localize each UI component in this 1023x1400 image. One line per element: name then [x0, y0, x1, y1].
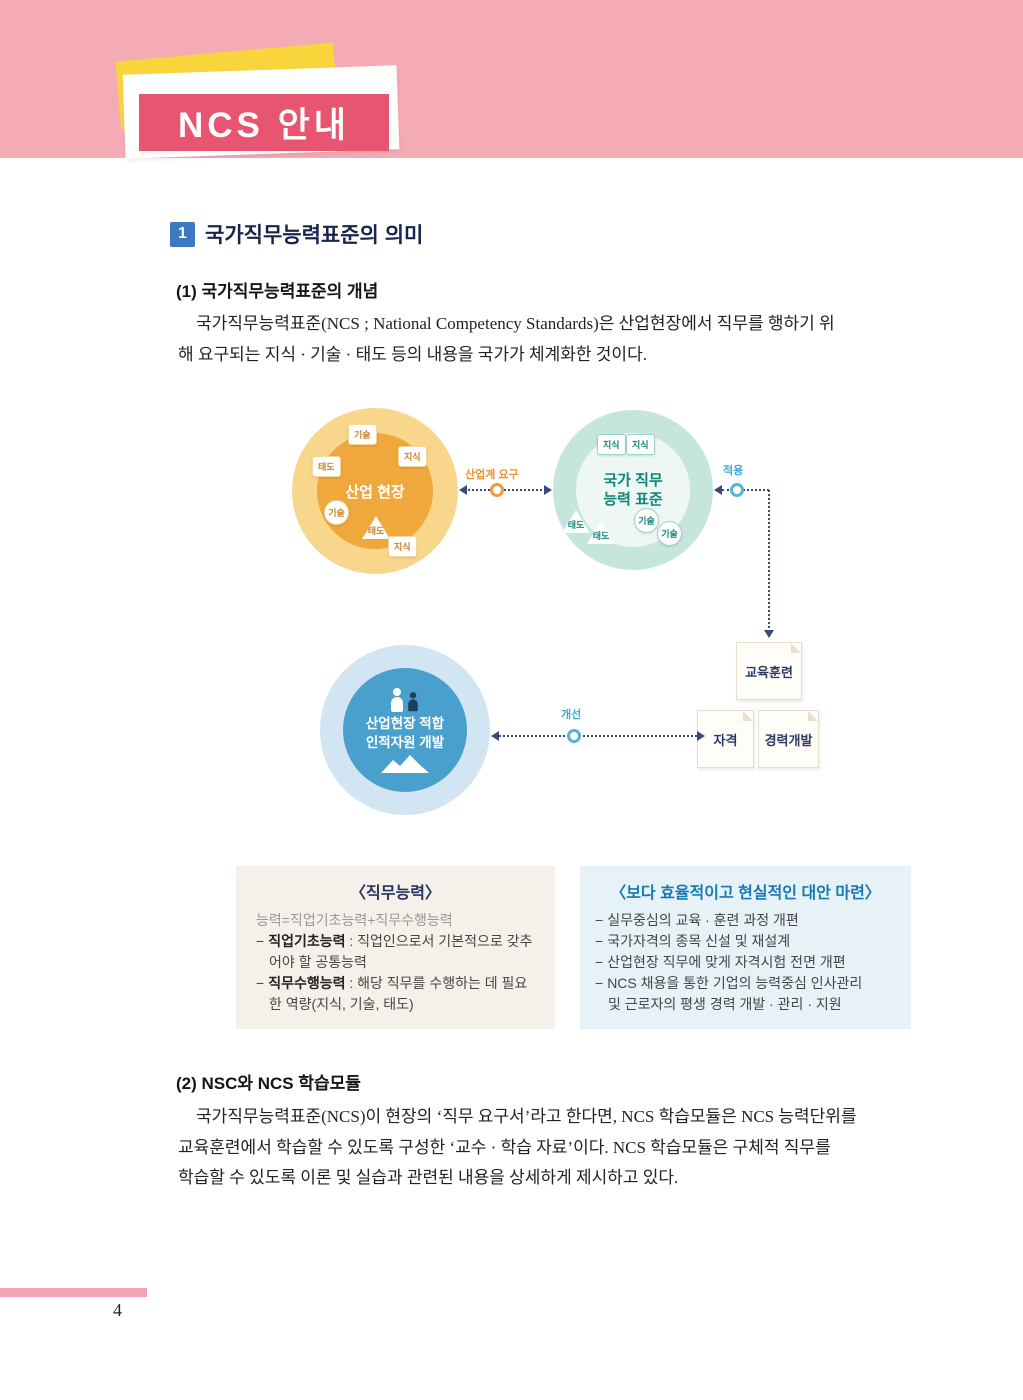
- paragraph-line: 학습할 수 있도록 이론 및 실습과 관련된 내용을 상세하게 제시하고 있다.: [178, 1168, 679, 1188]
- subsection-1-heading: (1) 국가직무능력표준의 개념: [176, 282, 379, 301]
- alternative-text: 산업현장 직무에 맞게 자격시험 전면 개편: [607, 954, 846, 970]
- arrow-label-improve: 개선: [561, 709, 582, 721]
- person-icon: [391, 688, 403, 713]
- hr-circle: 산업현장 적합 인적자원 개발: [343, 668, 467, 792]
- arrowhead-icon: [491, 731, 499, 741]
- arrowhead-icon: [544, 485, 552, 495]
- bullet-dash: −: [595, 954, 604, 970]
- paragraph-line: 국가직무능력표준(NCS)이 현장의 ‘직무 요구서’라고 한다면, NCS 학…: [196, 1107, 857, 1126]
- competency-box-title: 〈직무능력〉: [350, 885, 441, 902]
- paragraph-line: 교육훈련에서 학습할 수 있도록 구성한 ‘교수 · 학습 자료’이다. NCS…: [178, 1137, 831, 1157]
- paragraph-1: 국가직무능력표준(NCS ; National Competency Stand…: [178, 309, 968, 370]
- connector-node-icon: [490, 483, 504, 497]
- page-number: 4: [113, 1300, 122, 1320]
- paragraph-2: 국가직무능력표준(NCS)이 현장의 ‘직무 요구서’라고 한다면, NCS 학…: [178, 1102, 968, 1194]
- doc-career-development: 경력개발: [758, 710, 819, 768]
- competency-desc-cont: 어야 할 공통능력: [269, 954, 367, 970]
- alternative-text: 실무중심의 교육 · 훈련 과정 개편: [607, 912, 799, 928]
- doc-label: 자격: [713, 732, 738, 748]
- alternative-box-title: 〈보다 효율적이고 현실적인 대안 마련〉: [610, 885, 881, 902]
- alternative-item: −산업현장 직무에 맞게 자격시험 전면 개편: [595, 952, 896, 973]
- hr-circle-label-line2: 인적자원 개발: [365, 734, 445, 750]
- arrowhead-icon: [459, 485, 467, 495]
- alternative-info-box: 〈보다 효율적이고 현실적인 대안 마련〉 −실무중심의 교육 · 훈련 과정 …: [580, 866, 911, 1029]
- bullet-dash: −: [595, 912, 604, 928]
- bullet-dash: −: [595, 933, 604, 949]
- competency-desc: : 해당 직무를 수행하는 데 필요: [345, 975, 528, 991]
- knowledge-tag-icon: 지식: [626, 434, 655, 455]
- alternative-item: −국가자격의 종목 신설 및 재설계: [595, 931, 896, 952]
- ncs-concept-diagram: 산업 현장 기술 지식 태도 기술 태도 지식 국가 직무 능력 표준 지식 지…: [0, 400, 1023, 866]
- arrowhead-icon: [764, 630, 774, 638]
- bullet-dash: −: [595, 975, 604, 991]
- competency-term: 직업기초능력: [268, 933, 346, 949]
- arrow-label-industry-demand: 산업계 요구: [465, 469, 519, 481]
- attitude-badge-icon: 태도: [312, 456, 341, 477]
- page-title: NCS 안내: [177, 106, 351, 145]
- paragraph-line: 해 요구되는 지식 · 기술 · 태도 등의 내용을 국가가 체계화한 것이다.: [178, 344, 647, 364]
- doc-label: 경력개발: [764, 732, 813, 748]
- connector-node-icon: [567, 729, 581, 743]
- person-icon: [408, 692, 418, 712]
- knowledge-tag-icon: 지식: [597, 434, 626, 455]
- bullet-dash: −: [256, 933, 265, 949]
- paragraph-line: 국가직무능력표준(NCS ; National Competency Stand…: [196, 314, 835, 333]
- competency-desc: : 직업인으로서 기본적으로 갖추: [345, 933, 533, 949]
- mountain-icon: [381, 754, 429, 773]
- alternative-text-cont: 및 근로자의 평생 경력 개발 · 관리 · 지원: [608, 996, 842, 1012]
- knowledge-tag-icon: 지식: [388, 536, 417, 557]
- arrow-ncs-to-docs: [722, 489, 769, 491]
- doc-education-training: 교육훈련: [736, 642, 802, 700]
- skill-gear-icon: 기술: [657, 521, 682, 546]
- competency-info-box: 〈직무능력〉 능력=직업기초능력+직무수행능력 −직업기초능력 : 직업인으로서…: [236, 866, 555, 1029]
- bullet-dash: −: [256, 975, 265, 991]
- competency-desc-cont: 한 역량(지식, 기술, 태도): [269, 996, 414, 1012]
- alternative-item: −NCS 채용을 통한 기업의 능력중심 인사관리: [595, 973, 896, 994]
- connector-node-icon: [730, 483, 744, 497]
- competency-item: −직업기초능력 : 직업인으로서 기본적으로 갖추: [256, 931, 535, 952]
- section-title: 국가직무능력표준의 의미: [205, 224, 424, 247]
- skill-gear-icon: 기술: [324, 500, 349, 525]
- section-number-badge: 1: [170, 221, 195, 247]
- knowledge-tag-icon: 지식: [398, 446, 427, 467]
- industry-circle-label: 산업 현장: [345, 483, 405, 501]
- header-band: NCS 안내: [0, 0, 1023, 159]
- arrow-industry-to-ncs: [468, 489, 546, 491]
- skill-puzzle-icon: 기술: [348, 424, 377, 445]
- subsection-2-heading: (2) NSC와 NCS 학습모듈: [176, 1074, 361, 1093]
- alternative-item: −실무중심의 교육 · 훈련 과정 개편: [595, 910, 896, 931]
- skill-gear-icon: 기술: [634, 508, 659, 533]
- arrow-label-apply: 적용: [723, 465, 744, 477]
- people-icon: [389, 687, 421, 713]
- doc-label: 교육훈련: [745, 664, 793, 680]
- competency-term: 직무수행능력: [268, 975, 346, 991]
- competency-formula: 능력=직업기초능력+직무수행능력: [256, 912, 453, 928]
- arrow-docs-to-hr: [499, 735, 697, 737]
- ncs-circle-label-line1: 국가 직무: [603, 471, 663, 489]
- alternative-text: NCS 채용을 통한 기업의 능력중심 인사관리: [607, 975, 863, 991]
- hr-circle-label-line1: 산업현장 적합: [365, 716, 445, 732]
- doc-qualification: 자격: [697, 710, 754, 768]
- competency-item: −직무수행능력 : 해당 직무를 수행하는 데 필요: [256, 973, 535, 994]
- page-title-banner: NCS 안내: [139, 94, 389, 151]
- arrow-down-to-docs: [768, 490, 770, 632]
- alternative-text: 국가자격의 종목 신설 및 재설계: [607, 933, 791, 949]
- footer-accent-bar: [0, 1288, 147, 1297]
- arrowhead-icon: [714, 485, 722, 495]
- section-heading: 1 국가직무능력표준의 의미: [170, 219, 423, 249]
- ncs-circle-label-line2: 능력 표준: [603, 491, 663, 508]
- arrowhead-icon: [697, 731, 705, 741]
